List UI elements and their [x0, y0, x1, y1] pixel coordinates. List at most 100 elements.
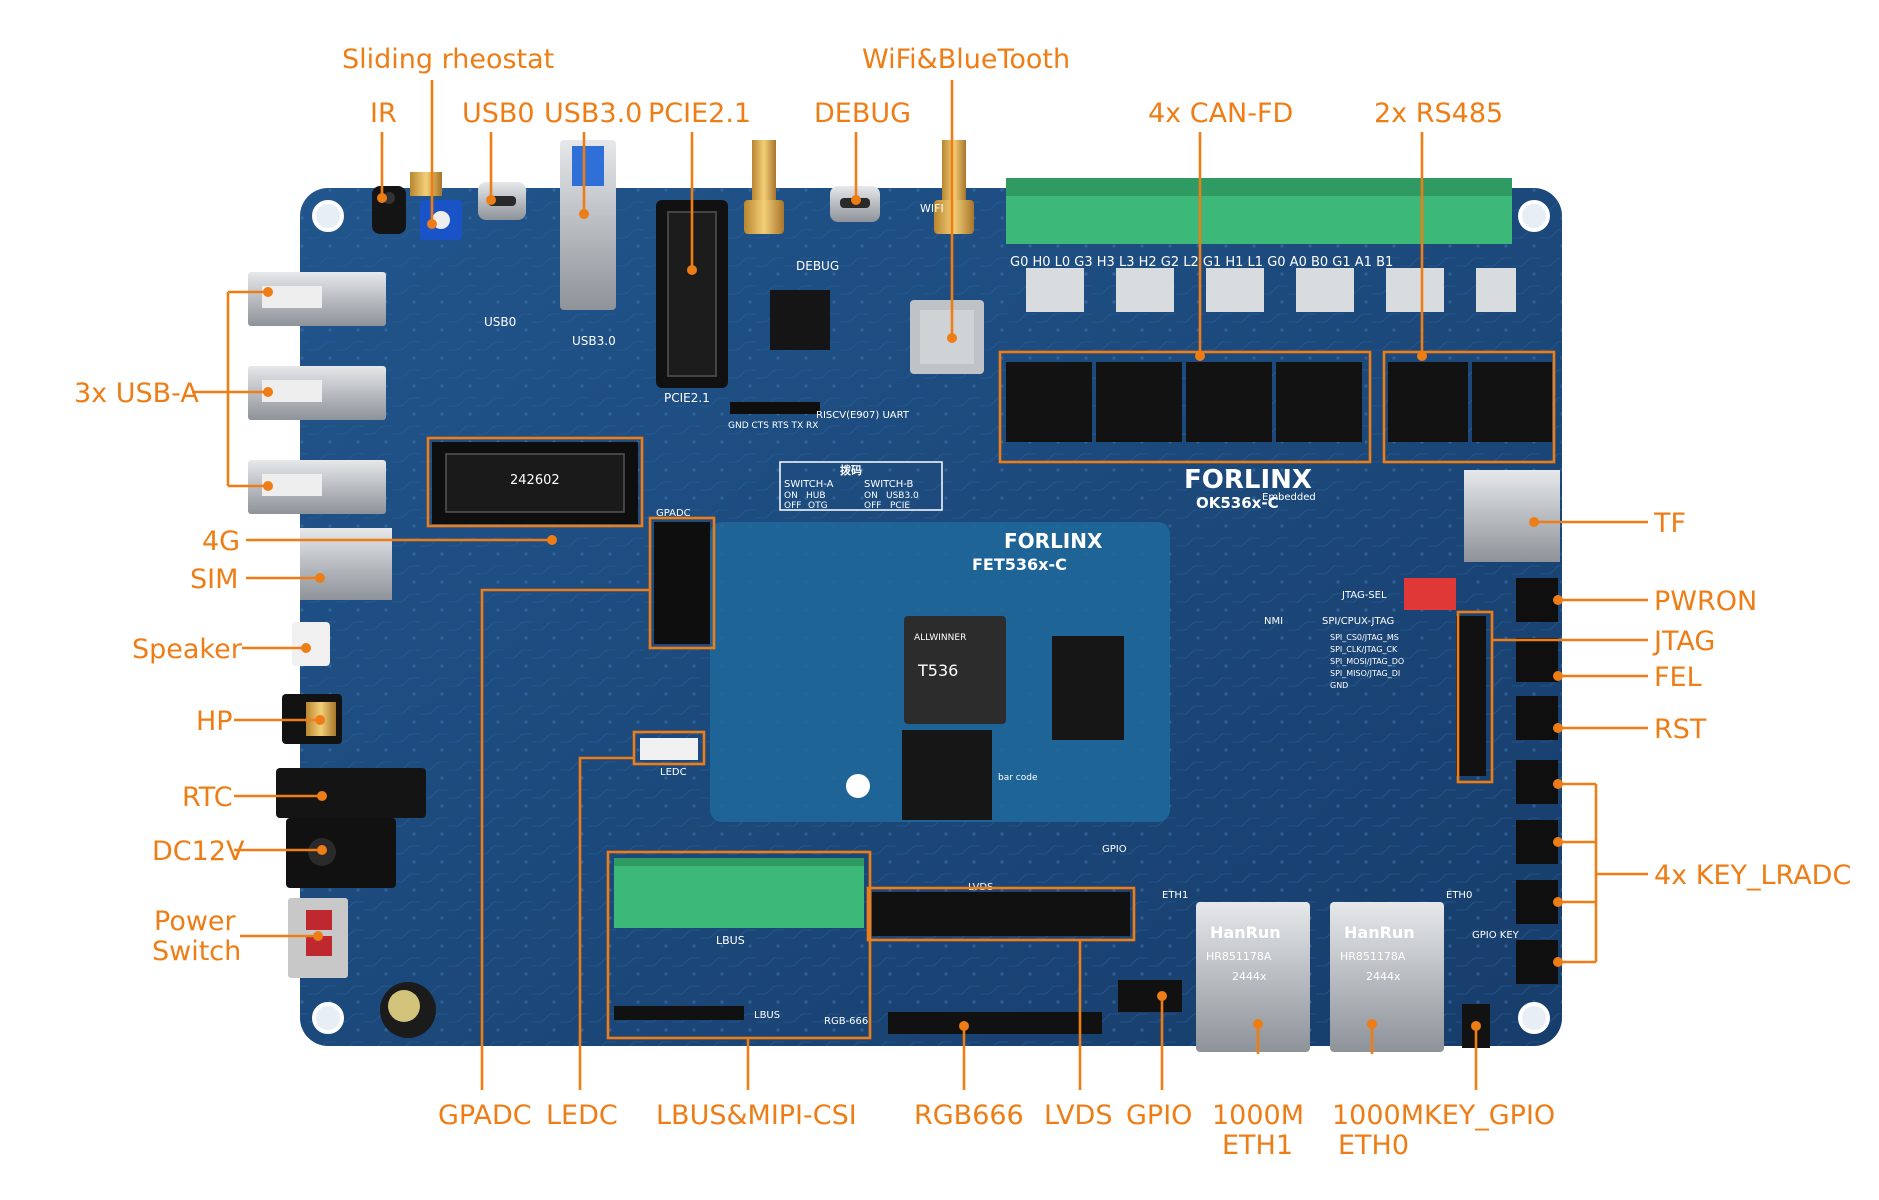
highlight-boxes [426, 350, 1556, 1040]
isolated-transceivers [1006, 362, 1552, 442]
rtc-battery-holder [276, 768, 426, 818]
svg-text:ALLWINNER: ALLWINNER [914, 633, 966, 643]
svg-text:2444x: 2444x [1232, 970, 1267, 983]
jtag-sel-switch: JTAG-SEL [1341, 578, 1456, 610]
svg-text:LEDC: LEDC [660, 767, 687, 778]
riscv-uart-header: GND CTS RTS TX RX RISCV(E907) UART [728, 402, 910, 431]
label-eth1-speed: 1000M [1212, 1100, 1304, 1131]
svg-text:RISCV(E907) UART: RISCV(E907) UART [816, 410, 910, 421]
lead-ledc [578, 756, 634, 1090]
debug-chip [770, 290, 830, 350]
svg-text:OFF: OFF [784, 501, 801, 511]
svg-text:OFF: OFF [864, 501, 881, 511]
svg-text:HanRun: HanRun [1344, 923, 1415, 942]
svg-text:SPI/CPUX-JTAG: SPI/CPUX-JTAG [1322, 616, 1394, 627]
mount-hole-tl [312, 200, 344, 232]
svg-text:ETH1: ETH1 [1162, 890, 1188, 901]
svg-text:GND CTS RTS TX RX: GND CTS RTS TX RX [728, 421, 818, 431]
svg-text:SWITCH-A: SWITCH-A [784, 479, 834, 490]
usb-a-ports [248, 272, 386, 514]
label-eth0: ETH0 [1338, 1130, 1409, 1161]
label-usb0: USB0 [462, 98, 535, 129]
svg-text:GPIO KEY: GPIO KEY [1472, 930, 1520, 941]
rgb666-fpc: RGB-666 [824, 1012, 1102, 1034]
svg-text:OK536x-C: OK536x-C [1196, 494, 1279, 512]
label-lvds: LVDS [1044, 1100, 1112, 1131]
boot-switch-table: 拨码 SWITCH-A SWITCH-B ON HUB ON USB3.0 OF… [779, 461, 943, 511]
svg-text:USB3.0: USB3.0 [886, 491, 919, 501]
eth0-jack: HanRun HR851178A 2444x ETH0 [1330, 890, 1472, 1052]
label-rgb666: RGB666 [914, 1100, 1024, 1131]
label-fel: FEL [1654, 662, 1702, 693]
label-gpadc: GPADC [438, 1100, 532, 1131]
label-key-gpio: KEY_GPIO [1424, 1100, 1555, 1131]
leader-lines [192, 80, 1648, 1090]
rs485-terminal-block [1350, 178, 1512, 244]
svg-text:FORLINX: FORLINX [1184, 465, 1312, 495]
svg-text:FORLINX: FORLINX [1004, 529, 1103, 553]
usb3-port: USB3.0 [560, 140, 616, 348]
label-power-switch-line1: Power [154, 906, 237, 937]
ir-receiver [372, 186, 406, 234]
mipi-csi-fpc: LBUS [614, 1006, 780, 1021]
label-4g: 4G [202, 526, 240, 557]
label-debug: DEBUG [814, 98, 911, 129]
svg-text:HR851178A: HR851178A [1206, 950, 1272, 963]
svg-text:LBUS: LBUS [716, 934, 745, 947]
label-jtag: JTAG [1652, 626, 1715, 657]
rs485-highlight [1382, 350, 1556, 464]
label-rst: RST [1654, 714, 1707, 745]
svg-text:LBUS: LBUS [754, 1010, 780, 1021]
can-choke-row [1026, 268, 1516, 312]
can-pin-labels: G0 H0 L0 G3 H3 L3 H2 G2 L2 G1 H1 L1 G0 A… [1010, 255, 1393, 270]
svg-text:GPIO: GPIO [1102, 844, 1127, 855]
svg-text:USB3.0: USB3.0 [572, 334, 616, 348]
gpadc-highlight [648, 516, 716, 650]
label-ir: IR [370, 98, 397, 129]
lvds-highlight [866, 886, 1136, 942]
svg-text:GND: GND [1330, 681, 1348, 690]
callout-labels: Sliding rheostat IR USB0 USB3.0 PCIE2.1 … [74, 44, 1851, 1161]
lvds-header: LVDS [872, 882, 1130, 936]
label-power-switch-line2: Switch [152, 936, 241, 967]
svg-text:拨码: 拨码 [840, 463, 862, 477]
label-ledc: LEDC [546, 1100, 618, 1131]
jtag-highlight [1456, 610, 1494, 784]
label-tf: TF [1653, 508, 1686, 539]
svg-text:SPI_CS0/JTAG_MS: SPI_CS0/JTAG_MS [1330, 633, 1399, 642]
svg-text:SWITCH-B: SWITCH-B [864, 479, 913, 490]
wifi-bt-module: WIFI [910, 202, 984, 374]
svg-text:Embedded: Embedded [1262, 492, 1316, 503]
svg-text:ON: ON [864, 491, 878, 501]
svg-text:HanRun: HanRun [1210, 923, 1281, 942]
board-brand: FORLINX Embedded OK536x-C [1184, 465, 1316, 512]
label-gpio: GPIO [1126, 1100, 1192, 1131]
label-dc12v: DC12V [152, 836, 245, 867]
label-usb-a: 3x USB-A [74, 378, 199, 409]
speaker-connector [292, 622, 330, 666]
gpadc-header: GPADC [654, 508, 710, 644]
label-lbus-mipi: LBUS&MIPI-CSI [656, 1100, 857, 1131]
svg-text:ETH0: ETH0 [1446, 890, 1472, 901]
svg-text:HR851178A: HR851178A [1340, 950, 1406, 963]
gpio-header: GPIO [1102, 844, 1182, 1012]
jtag-header: SPI/CPUX-JTAG SPI_CS0/JTAG_MS SPI_CLK/JT… [1264, 616, 1486, 776]
label-rtc: RTC [182, 782, 233, 813]
can-fd-terminal-block [1006, 178, 1350, 244]
svg-text:SPI_MOSI/JTAG_DO: SPI_MOSI/JTAG_DO [1330, 657, 1404, 666]
right-edge-buttons [1516, 578, 1558, 984]
svg-text:bar code: bar code [998, 773, 1038, 783]
svg-text:GPADC: GPADC [656, 508, 691, 519]
label-eth1: ETH1 [1222, 1130, 1293, 1161]
tf-card-slot [1464, 470, 1560, 562]
svg-text:SPI_CLK/JTAG_CK: SPI_CLK/JTAG_CK [1330, 645, 1398, 654]
label-sliding-rheostat: Sliding rheostat [342, 44, 554, 75]
lead-gpadc [480, 588, 650, 1090]
svg-text:2444x: 2444x [1366, 970, 1401, 983]
svg-text:DEBUG: DEBUG [796, 259, 839, 273]
label-hp: HP [196, 706, 233, 737]
mount-hole-br [1518, 1002, 1550, 1034]
label-key-lradc: 4x KEY_LRADC [1654, 860, 1851, 891]
dc12v-jack [286, 818, 396, 888]
